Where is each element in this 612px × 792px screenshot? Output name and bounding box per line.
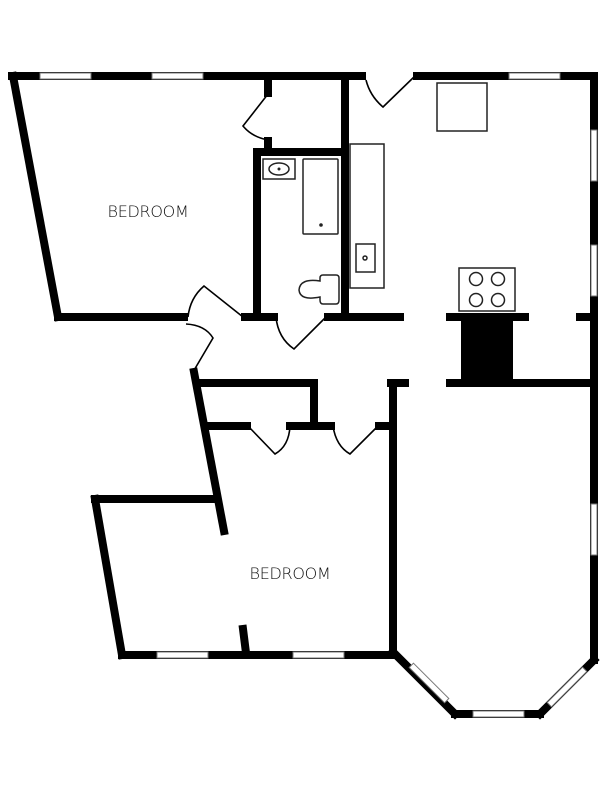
window bbox=[39, 72, 92, 80]
window bbox=[292, 651, 345, 659]
room-label-bedroom-top: BEDROOM bbox=[108, 202, 189, 221]
bathtub bbox=[302, 158, 339, 235]
burner-icon bbox=[468, 292, 484, 308]
fridge bbox=[436, 82, 488, 132]
window bbox=[151, 72, 204, 80]
chimney-breast bbox=[461, 317, 513, 383]
door-bathroom bbox=[275, 316, 327, 351]
door-closet2-right bbox=[332, 425, 379, 455]
window bbox=[590, 503, 598, 556]
drain-icon bbox=[277, 167, 281, 171]
window bbox=[156, 651, 209, 659]
window bbox=[508, 72, 561, 80]
window bbox=[472, 710, 525, 718]
window bbox=[546, 666, 588, 708]
toilet bbox=[298, 274, 340, 305]
window bbox=[590, 244, 598, 297]
window bbox=[408, 662, 450, 704]
stove bbox=[458, 267, 516, 312]
burner-icon bbox=[490, 292, 506, 308]
burner-icon bbox=[468, 271, 484, 287]
door-hall bbox=[185, 323, 214, 373]
bedroom2-left-wall bbox=[90, 494, 127, 660]
room-label-bedroom-bottom: BEDROOM bbox=[250, 564, 331, 583]
fixtures bbox=[262, 82, 516, 312]
doors bbox=[185, 75, 416, 456]
bathtub-drain-icon bbox=[319, 223, 323, 227]
door-closet2-left bbox=[247, 425, 291, 456]
kitchen-sink-drain-icon bbox=[362, 255, 368, 261]
door-kitchen bbox=[365, 75, 416, 109]
windows bbox=[39, 72, 598, 718]
closet2-top-wall bbox=[196, 379, 318, 430]
door-bedroom1 bbox=[187, 284, 244, 318]
door-closet1 bbox=[241, 93, 269, 141]
bedroom2-stub bbox=[238, 624, 251, 658]
bedroom1-left-wall bbox=[8, 71, 63, 322]
window bbox=[590, 129, 598, 182]
hall-left-wall bbox=[189, 367, 229, 536]
burner-icon bbox=[490, 271, 506, 287]
bay-left bbox=[387, 646, 461, 720]
